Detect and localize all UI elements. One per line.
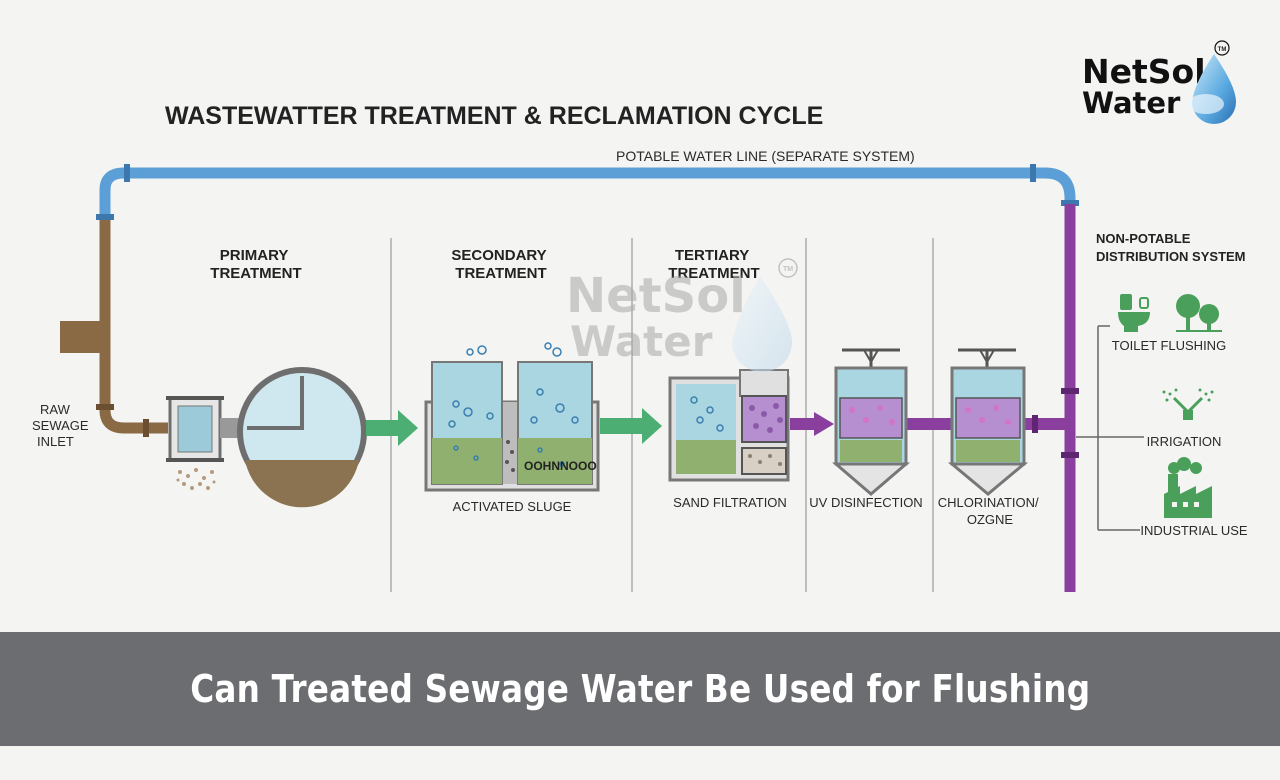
watermark-tm-icon [778,258,798,278]
banner-title: Can Treated Sewage Water Be Used for Flu… [189,667,1091,711]
distribution-branches [1076,325,1144,531]
pipe-joint [96,214,114,220]
tertiary-treatment-label: TERTIARY TREATMENT [668,247,759,282]
sand-filtration-label: SAND FILTRATION [673,495,787,510]
title-banner: Can Treated Sewage Water Be Used for Flu… [0,632,1280,746]
uv-disinfection-label: UV DISINFECTION [809,495,922,510]
pipe-joint [143,419,149,437]
flow-arrow [366,410,418,446]
toilet-icon [1118,294,1150,332]
sprinkler-icon [1162,388,1214,420]
watermark-drop-icon [732,276,793,373]
logo-text-line1: NetSol [1082,52,1206,91]
activated-sludge-tanks [424,342,600,492]
potable-water-pipe [99,167,1076,218]
irrigation-label: IRRIGATION [1147,434,1222,449]
toilet-flushing-label: TOILET FLUSHING [1112,338,1226,353]
chlorination-label: CHLORINATION/ OZGNE [938,495,1043,527]
flow-arrow [600,408,662,444]
factory-icon [1164,457,1212,518]
treated-water-pipes [790,204,1079,592]
watermark-text-line1: NetSol [566,268,746,324]
sludge-tank-text: OOHNNOOO [524,459,597,473]
primary-treatment-label: PRIMARY TREATMENT [210,247,301,282]
pipe-joint [1061,200,1079,206]
netsol-logo: NetSol Water TM [1082,40,1236,124]
industrial-use-label: INDUSTRIAL USE [1140,523,1247,538]
logo-text-line2: Water [1082,86,1181,120]
pipe-joint [124,164,130,182]
distribution-title: NON-POTABLE DISTRIBUTION SYSTEM [1096,231,1246,264]
watermark: NetSol Water TM [566,258,798,373]
pipe-joint [1030,164,1036,182]
uv-disinfection-unit [831,348,911,496]
treatment-diagram: WASTEWATTER TREATMENT & RECLAMATION CYCL… [32,40,1248,592]
bottom-strip [0,746,1280,780]
activated-sludge-label: ACTIVATED SLUGE [453,499,572,514]
diagram-title: WASTEWATTER TREATMENT & RECLAMATION CYCL… [165,102,823,130]
chlorination-unit [947,348,1029,496]
watermark-tm-text: TM [783,266,793,273]
primary-clarifier [237,367,367,508]
stage-dividers [390,238,934,592]
logo-tm-icon [1214,40,1230,56]
watermark-text-line2: Water [570,317,713,366]
raw-sewage-inlet-label: RAW SEWAGE INLET [32,402,92,449]
pipe-joint [96,404,114,410]
sewage-pipe [99,220,168,434]
trees-icon [1176,294,1222,332]
potable-line-label: POTABLE WATER LINE (SEPARATE SYSTEM) [616,148,915,164]
logo-tm-text: TM [1218,47,1227,53]
sand-filter-tank [668,369,790,482]
secondary-treatment-label: SECONDARY TREATMENT [451,247,550,282]
sewage-inlet-block [60,321,100,353]
